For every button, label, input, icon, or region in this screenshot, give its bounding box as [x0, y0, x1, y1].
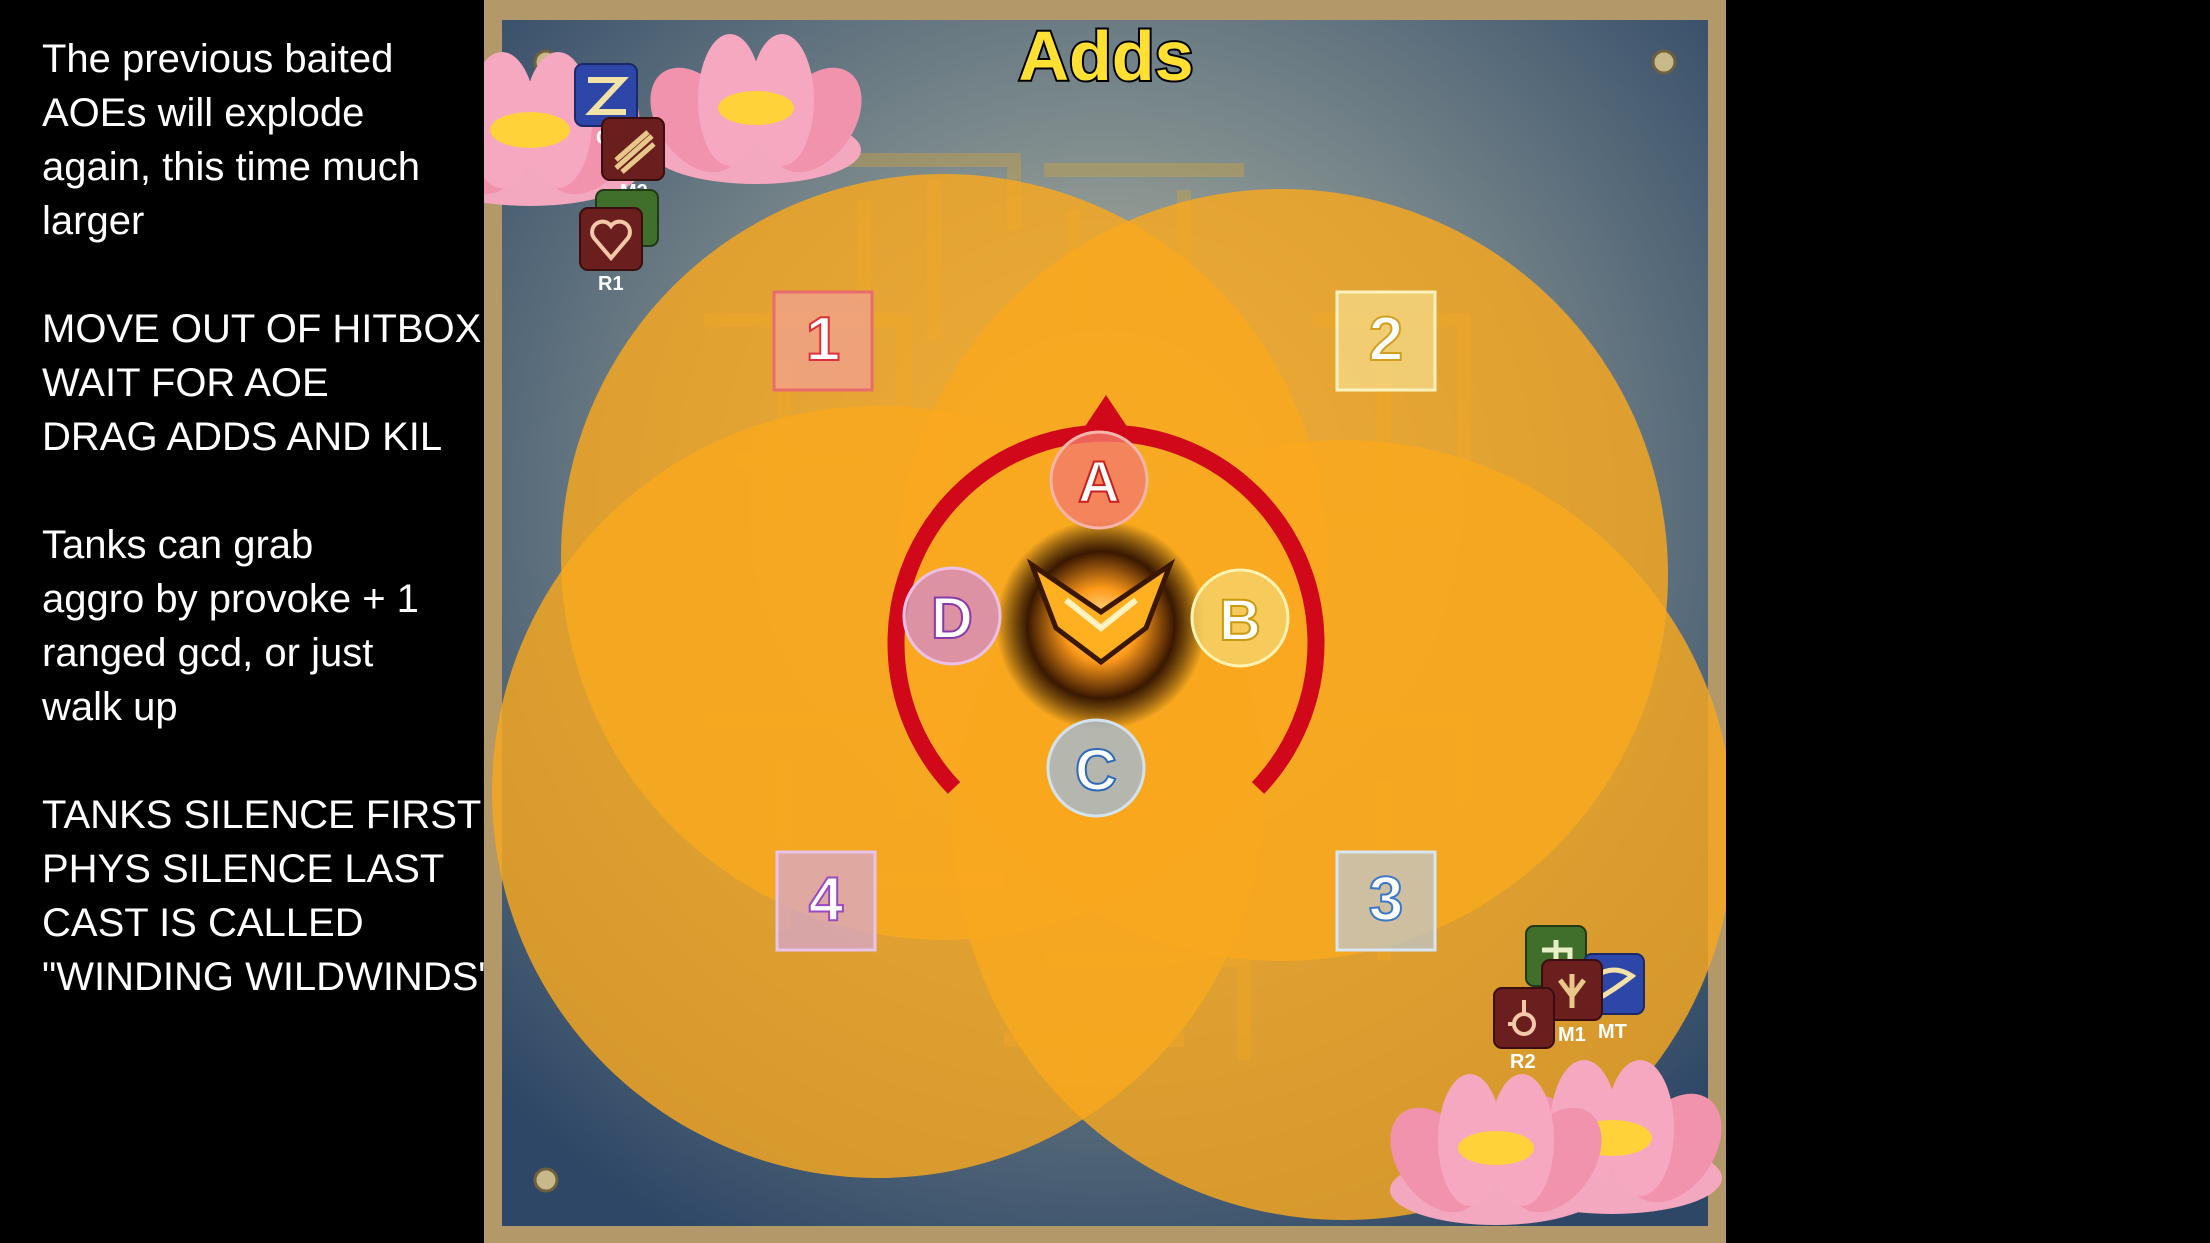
- note-line: ranged gcd, or just: [42, 631, 374, 675]
- note-line: "WINDING WILDWINDS": [42, 955, 493, 999]
- svg-text:B: B: [1219, 588, 1261, 653]
- note-line: MOVE OUT OF HITBOX: [42, 307, 482, 351]
- corner-stud: [533, 1167, 559, 1193]
- svg-text:R1: R1: [598, 273, 624, 295]
- svg-text:4: 4: [809, 865, 844, 934]
- svg-text:2: 2: [1369, 305, 1403, 374]
- svg-text:R2: R2: [1510, 1051, 1536, 1073]
- note-line: larger: [42, 199, 145, 243]
- arena-board: 1 2 3 4 A B C D Adds: [484, 0, 1726, 1243]
- note-line: The previous baited: [42, 37, 394, 81]
- waymark-c: C: [1046, 718, 1146, 818]
- player-c[interactable]: C: [574, 63, 638, 149]
- svg-text:MT: MT: [1598, 1021, 1627, 1043]
- waymark-b: B: [1190, 568, 1290, 668]
- svg-text:D: D: [931, 586, 973, 651]
- note-line: aggro by provoke + 1: [42, 577, 419, 621]
- svg-text:A: A: [1078, 450, 1120, 515]
- note-paragraph: The previous baited AOEs will explode ag…: [42, 32, 482, 248]
- svg-text:3: 3: [1369, 865, 1403, 934]
- svg-text:C: C: [1075, 738, 1117, 803]
- party-stack-top-left: C M2 R1: [574, 63, 665, 295]
- waymark-3: 3: [1335, 850, 1437, 952]
- strategy-notes: The previous baited AOEs will explode ag…: [42, 32, 493, 1004]
- note-line: DRAG ADDS AND KIL: [42, 415, 443, 459]
- waymark-4: 4: [775, 850, 877, 952]
- note-line: WAIT FOR AOE: [42, 361, 329, 405]
- note-line: TANKS SILENCE FIRST: [42, 793, 482, 837]
- boss-icon: [996, 520, 1206, 730]
- waymark-d: D: [902, 566, 1002, 666]
- lotus-flower: [650, 34, 862, 184]
- note-paragraph: Tanks can grab aggro by provoke + 1 rang…: [42, 518, 482, 734]
- player-r2[interactable]: R2: [1493, 987, 1555, 1073]
- svg-text:1: 1: [806, 305, 840, 374]
- note-line: walk up: [42, 685, 178, 729]
- waymark-2: 2: [1335, 290, 1437, 392]
- note-paragraph: MOVE OUT OF HITBOX WAIT FOR AOE DRAG ADD…: [42, 302, 482, 464]
- party-stack-bottom-right: MT M1 R2: [1493, 925, 1645, 1073]
- note-line: again, this time much: [42, 145, 420, 189]
- note-paragraph: TANKS SILENCE FIRST PHYS SILENCE LAST CA…: [42, 788, 493, 1004]
- note-line: Tanks can grab: [42, 523, 314, 567]
- waymark-1: 1: [772, 290, 874, 392]
- player-r1[interactable]: R1: [579, 207, 643, 295]
- waymark-a: A: [1049, 430, 1149, 530]
- corner-stud: [1651, 49, 1677, 75]
- note-line: CAST IS CALLED: [42, 901, 364, 945]
- arena-title: Adds: [1019, 17, 1194, 95]
- svg-text:M1: M1: [1558, 1024, 1586, 1046]
- note-line: PHYS SILENCE LAST: [42, 847, 445, 891]
- note-line: AOEs will explode: [42, 91, 365, 135]
- lotus-flower: [1390, 1074, 1602, 1225]
